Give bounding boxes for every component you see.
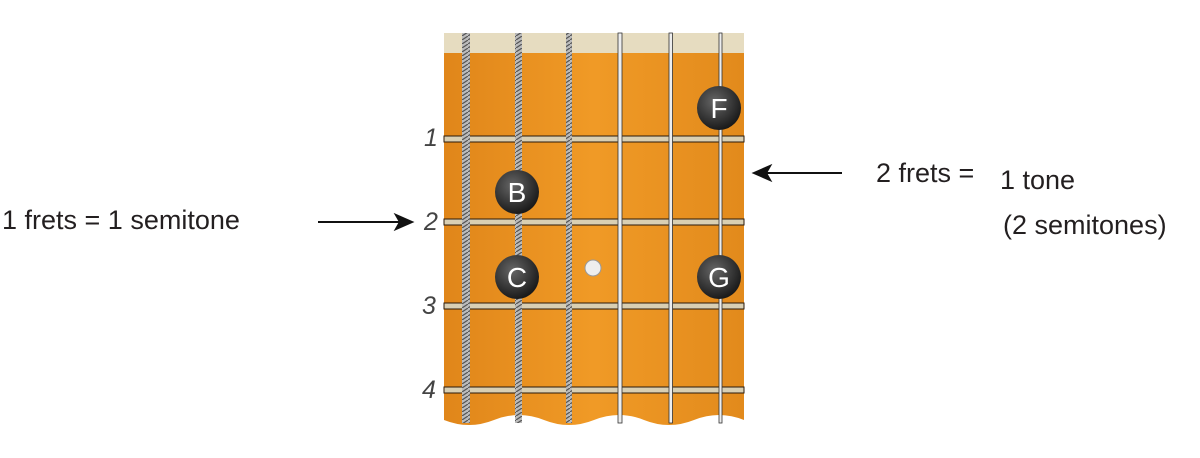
semitones-note: (2 semitones) [1003, 210, 1167, 240]
frets [443, 135, 745, 394]
tone-label-b: 1 tone [1000, 165, 1076, 195]
strings [462, 32, 723, 424]
note-marker-b: B [495, 170, 539, 214]
fret-number-4: 4 [422, 376, 436, 404]
svg-text:G: G [708, 262, 730, 293]
note-marker-f: F [697, 86, 741, 130]
arrow-left-label [318, 212, 415, 232]
svg-text:B: B [508, 177, 527, 208]
semitone-label: 1 frets = 1 semitone [2, 205, 240, 235]
svg-text:C: C [507, 262, 527, 293]
inlay-dot [584, 259, 602, 277]
note-marker-g: G [697, 255, 741, 299]
fret-number-2: 2 [424, 208, 438, 236]
svg-text:F: F [710, 93, 727, 124]
nut [444, 33, 744, 53]
fret-number-3: 3 [422, 292, 436, 320]
arrow-right-label [751, 163, 842, 183]
tone-label-a: 2 frets = [876, 158, 975, 188]
note-marker-c: C [495, 255, 539, 299]
fret-number-1: 1 [424, 124, 438, 152]
